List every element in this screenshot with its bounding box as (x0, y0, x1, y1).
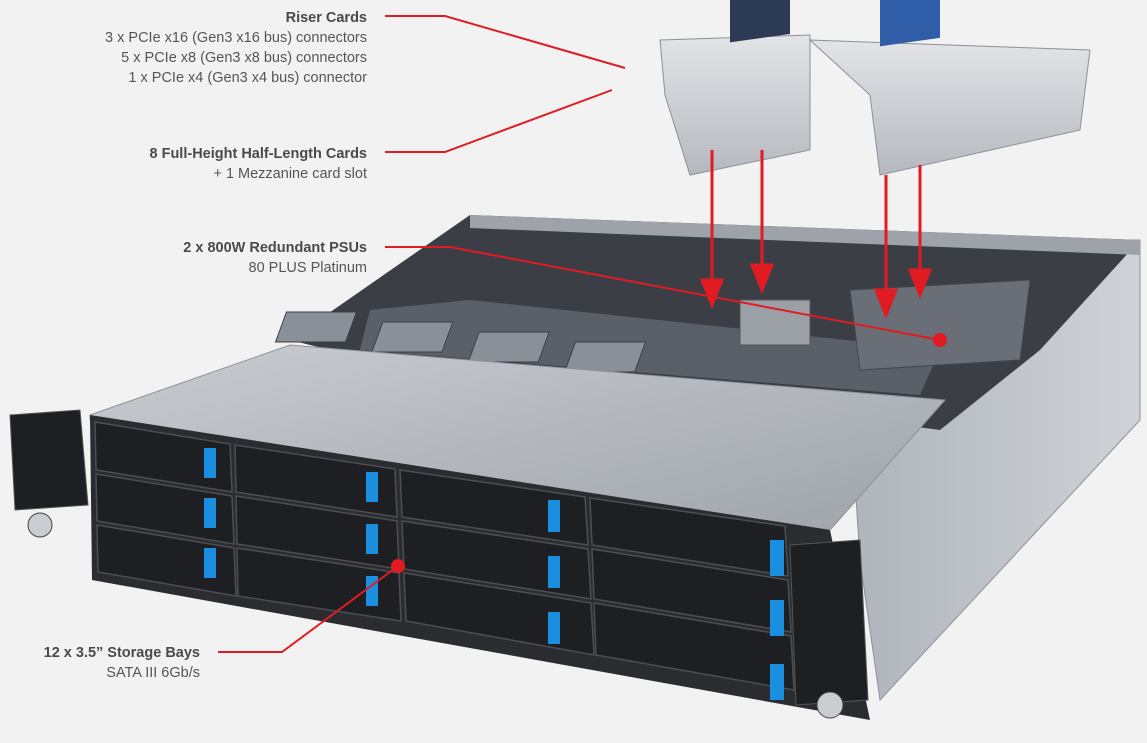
storage-leader (218, 565, 399, 653)
internal-fans (360, 300, 940, 395)
chassis-rear-lid (470, 215, 1140, 255)
chassis-lid (89, 344, 947, 531)
storage-title: 12 x 3.5” Storage Bays (43, 645, 200, 661)
right-rack-ear (789, 539, 869, 706)
riser-card-left-board (730, 0, 790, 43)
left-rack-ear (9, 409, 89, 511)
cards-title: 8 Full-Height Half-Length Cards (149, 146, 368, 162)
cards-callout: 8 Full-Height Half-Length Cards + 1 Mezz… (150, 144, 368, 184)
riser-card-right (808, 39, 1091, 176)
riser-card-right-board (880, 0, 940, 47)
fan-units (274, 311, 647, 373)
psu-block (849, 279, 1031, 371)
riser-cards-line-2: 5 x PCIe x8 (Gen3 x8 bus) connectors (121, 50, 367, 66)
psu-title: 2 x 800W Redundant PSUs (183, 240, 367, 256)
right-thumbscrew (816, 691, 844, 719)
psu-callout: 2 x 800W Redundant PSUs 80 PLUS Platinum (183, 238, 367, 278)
leader-lines (218, 15, 941, 653)
riser-cards-callout: Riser Cards 3 x PCIe x16 (Gen3 x16 bus) … (105, 8, 367, 88)
riser-card-left (659, 34, 811, 176)
heatsink (739, 299, 811, 346)
riser-leader (385, 15, 626, 69)
riser-cards-line-1: 3 x PCIe x16 (Gen3 x16 bus) connectors (105, 30, 367, 46)
storage-line-1: SATA III 6Gb/s (106, 665, 200, 681)
riser-cards-title: Riser Cards (285, 10, 367, 26)
psu-leader (385, 246, 941, 341)
psu-callout-dot (933, 333, 947, 347)
riser-cards-line-3: 1 x PCIe x4 (Gen3 x4 bus) connector (128, 70, 367, 86)
insertion-arrows (699, 150, 933, 320)
cards-leader (385, 89, 613, 153)
drive-bay-tabs (204, 448, 784, 700)
cards-line-1: + 1 Mezzanine card slot (213, 166, 367, 182)
psu-line-1: 80 PLUS Platinum (248, 260, 367, 276)
left-thumbscrew (27, 512, 53, 538)
drive-bays (94, 421, 795, 691)
storage-callout-dot (391, 559, 405, 573)
storage-callout: 12 x 3.5” Storage Bays SATA III 6Gb/s (44, 643, 200, 683)
